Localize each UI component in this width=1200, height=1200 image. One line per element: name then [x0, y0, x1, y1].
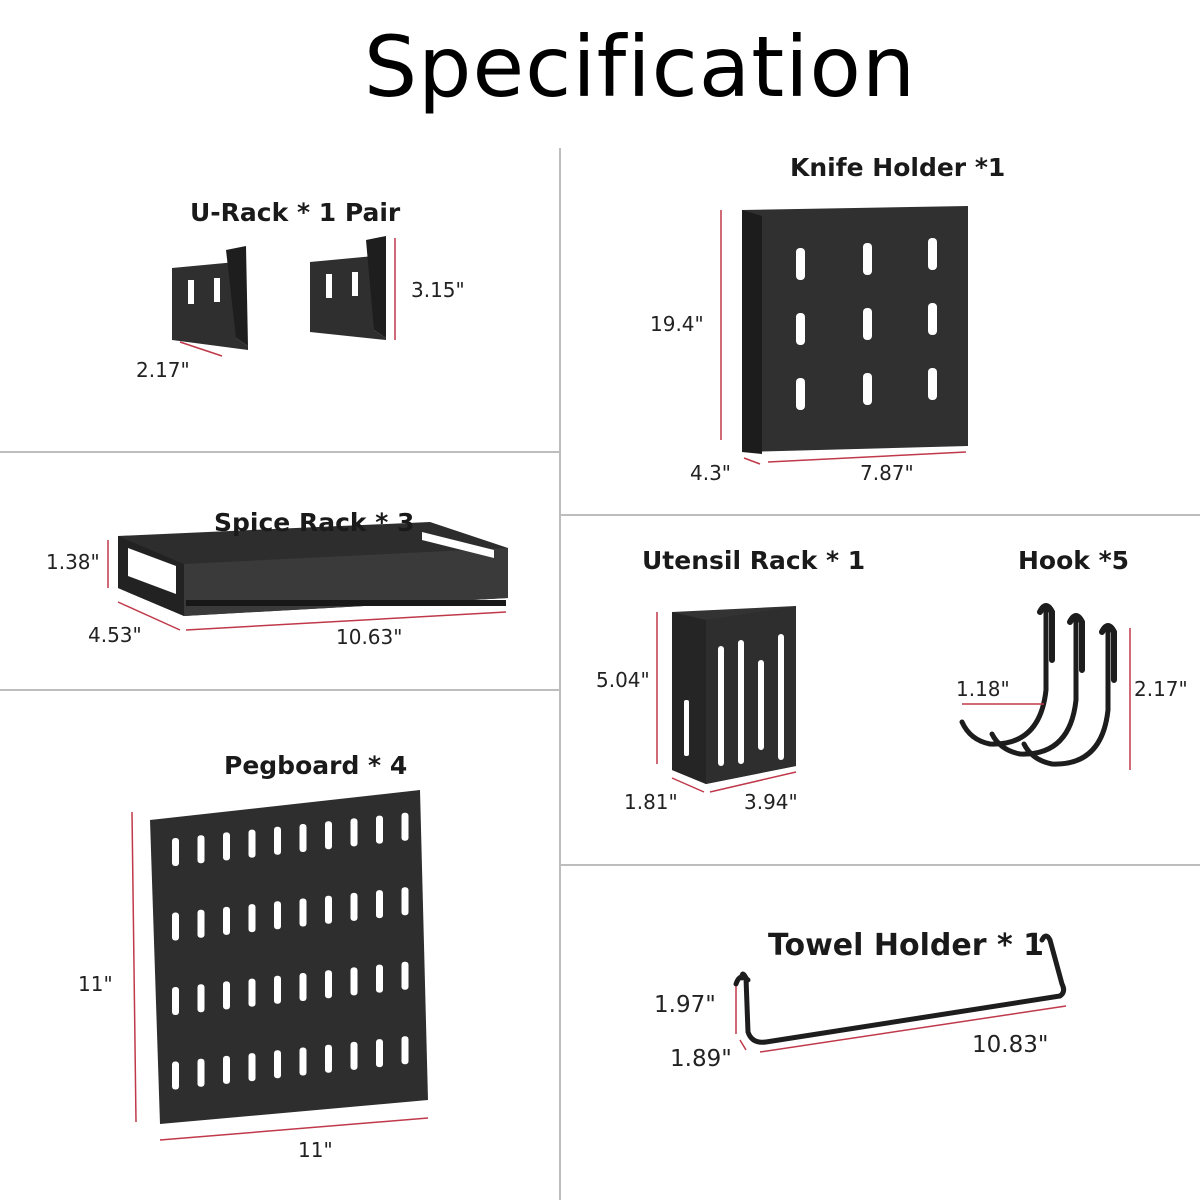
- hook-label: Hook *5: [1018, 546, 1130, 575]
- section-dividers: [0, 148, 1200, 1200]
- pegboard-image: [150, 790, 428, 1124]
- pegboard-slot: [197, 984, 205, 1013]
- pegboard-slot: [299, 824, 307, 852]
- utensil-rack-width-dimension: 3.94": [744, 790, 798, 814]
- pegboard-slot: [223, 1055, 230, 1084]
- pegboard-slot: [172, 912, 179, 941]
- pegboard-slot: [248, 829, 256, 858]
- pegboard-slot: [248, 904, 256, 933]
- pegboard-slot: [274, 975, 281, 1004]
- pegboard-slot: [274, 1050, 281, 1079]
- towel-holder-depth-dimension: 1.89": [670, 1046, 732, 1072]
- spice-rack-height-dimension: 1.38": [46, 550, 100, 574]
- knife-holder-label: Knife Holder *1: [790, 153, 1006, 182]
- hook-dimension-lines: [962, 628, 1131, 770]
- pegboard-slot: [325, 970, 332, 999]
- pegboard-slot: [401, 1036, 409, 1065]
- utensil-rack-image: [672, 606, 796, 784]
- spice-rack-width-dimension: 10.63": [336, 625, 403, 649]
- pegboard-slot: [197, 909, 205, 938]
- pegboard-slot: [401, 887, 409, 916]
- towel-holder-label: Towel Holder * 1: [768, 928, 1044, 963]
- pegboard-slot: [299, 898, 307, 927]
- pegboard-slot: [299, 973, 307, 1001]
- knife-holder-width-dimension: 7.87": [860, 461, 914, 485]
- pegboard-dimension-lines: [131, 811, 429, 1141]
- u-rack-dimension-lines: [179, 238, 396, 357]
- pegboard-slot: [223, 906, 230, 935]
- hook-image: [959, 603, 1117, 767]
- pegboard-label: Pegboard * 4: [224, 751, 408, 780]
- pegboard-slot: [350, 967, 358, 996]
- spice-rack-image: [118, 522, 508, 616]
- pegboard-slot: [376, 1039, 383, 1068]
- utensil-rack-height-dimension: 5.04": [596, 668, 650, 692]
- pegboard-slot: [299, 1047, 307, 1076]
- spice-rack-depth-dimension: 4.53": [88, 623, 142, 647]
- pegboard-slot: [325, 1044, 332, 1073]
- pegboard-slot: [197, 1058, 205, 1087]
- pegboard-slot: [350, 1041, 358, 1070]
- page-title: Specification: [363, 18, 917, 116]
- knife-holder-height-dimension: 19.4": [650, 312, 704, 336]
- pegboard-slot: [274, 826, 281, 855]
- pegboard-slot: [172, 838, 179, 866]
- spice-rack-label: Spice Rack * 3: [214, 508, 415, 537]
- pegboard-slot: [248, 978, 256, 1007]
- pegboard-slot: [401, 812, 409, 841]
- towel-holder-height-dimension: 1.97": [654, 992, 716, 1018]
- pegboard-width-dimension: 11": [298, 1138, 333, 1162]
- pegboard-slot: [376, 815, 383, 844]
- pegboard-slot: [248, 1053, 256, 1082]
- pegboard-slot: [274, 901, 281, 930]
- pegboard-slot: [376, 890, 383, 919]
- pegboard-slot: [325, 821, 332, 850]
- pegboard-slot: [401, 961, 409, 990]
- pegboard-slot: [172, 987, 179, 1015]
- utensil-rack-dimension-lines: [656, 612, 797, 793]
- u-rack-label: U-Rack * 1 Pair: [190, 198, 401, 227]
- towel-holder-image: [733, 933, 1067, 1045]
- utensil-rack-label: Utensil Rack * 1: [642, 546, 866, 575]
- u-rack-image: [172, 236, 386, 350]
- utensil-rack-depth-dimension: 1.81": [624, 790, 678, 814]
- pegboard-height-dimension: 11": [78, 972, 113, 996]
- knife-holder-depth-dimension: 4.3": [690, 461, 732, 485]
- knife-holder-dimension-lines: [720, 210, 967, 465]
- hook-height-dimension: 2.17": [1134, 677, 1188, 701]
- spice-rack-dimension-lines: [107, 540, 507, 631]
- pegboard-slot: [223, 832, 230, 861]
- towel-holder-width-dimension: 10.83": [972, 1032, 1049, 1058]
- u-rack-width-dimension: 2.17": [136, 358, 190, 382]
- pegboard-slot: [197, 835, 205, 864]
- pegboard-slot: [325, 895, 332, 924]
- pegboard-slot: [376, 964, 383, 993]
- pegboard-slot: [223, 981, 230, 1010]
- knife-holder-image: [742, 206, 968, 454]
- hook-depth-dimension: 1.18": [956, 677, 1010, 701]
- towel-holder-dimension-lines: [735, 986, 1067, 1053]
- pegboard-slot: [172, 1061, 179, 1090]
- pegboard-slot: [350, 892, 358, 921]
- pegboard-slot: [350, 818, 358, 847]
- u-rack-height-dimension: 3.15": [411, 278, 465, 302]
